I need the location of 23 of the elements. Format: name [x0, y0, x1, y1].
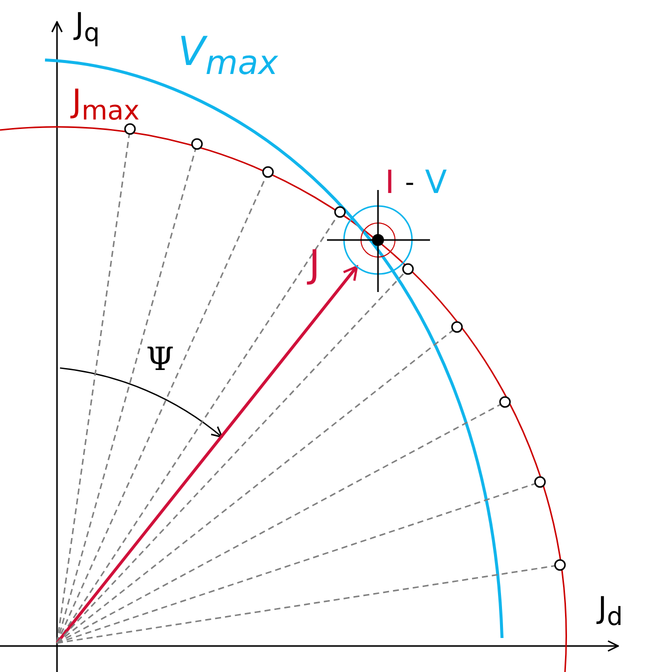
- dashed-line: [56, 272, 406, 644]
- point-marker: [191, 138, 203, 150]
- point-label-separator: -: [405, 170, 414, 196]
- dashed-line: [56, 148, 196, 644]
- point-marker: [534, 476, 546, 488]
- dashed-line: [56, 134, 130, 644]
- angle-label: Ψ: [146, 343, 174, 375]
- point-marker: [262, 166, 274, 178]
- point-marker: [451, 321, 463, 333]
- dashed-line: [56, 565, 556, 644]
- axis-label: J$_{d}$: [598, 594, 623, 629]
- dashed-line: [56, 330, 454, 644]
- point-marker: [554, 559, 566, 571]
- point-marker: [499, 396, 511, 408]
- curve-label: V$_{max}$: [178, 32, 278, 80]
- dashed-line: [56, 482, 536, 644]
- edge-label: J: [308, 244, 320, 283]
- axis-label: J$_{q}$: [75, 10, 100, 45]
- point-label: I: [385, 166, 394, 198]
- arrow: [56, 265, 358, 644]
- point-marker: [124, 123, 136, 135]
- point-label: V: [425, 166, 447, 198]
- circle-label: J$_{max}$: [72, 85, 140, 126]
